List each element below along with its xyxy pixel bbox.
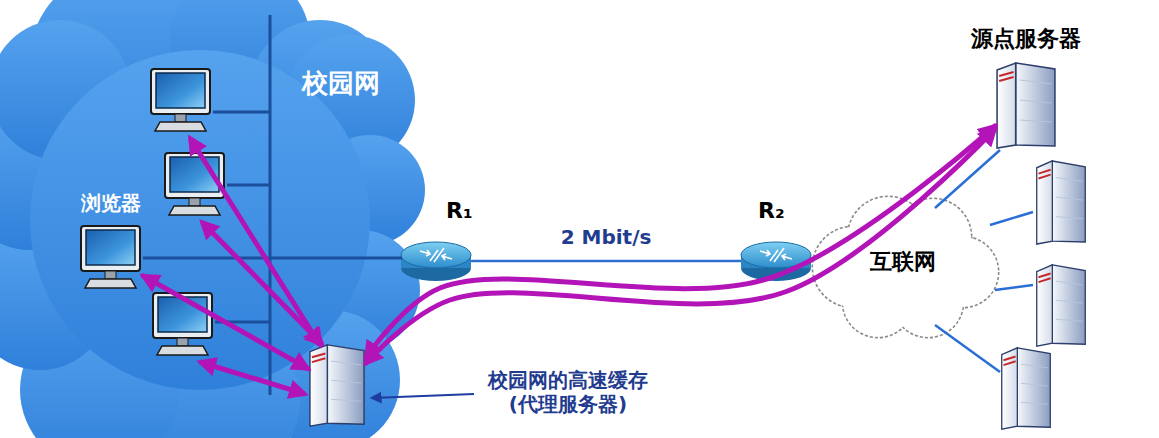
internet-link xyxy=(990,212,1033,225)
internet-server xyxy=(1037,161,1086,244)
bus-line xyxy=(269,15,272,395)
router-icon xyxy=(401,242,471,281)
origin-server-shape xyxy=(995,60,1057,150)
cloud-body xyxy=(0,0,425,438)
data-flow-arrow xyxy=(366,129,995,363)
proxy-server: 校园网的高速缓存 (代理服务器) xyxy=(308,342,366,428)
browser-monitor xyxy=(151,69,210,131)
internet-links xyxy=(935,150,1033,372)
internet-server xyxy=(1037,265,1086,346)
cloud-lobe xyxy=(30,50,370,390)
browser-monitor xyxy=(165,153,224,215)
origin-server: 源点服务器 xyxy=(995,60,1057,150)
campus-network-cloud: 校园网浏览器校园网的高速缓存 (代理服务器) xyxy=(0,0,420,438)
cloud-fill xyxy=(813,197,998,337)
router: R₁ xyxy=(400,240,472,282)
request-arrow xyxy=(200,362,305,394)
cloud-outline xyxy=(813,197,998,337)
data-flow-arrow xyxy=(143,276,308,369)
node-label: R₁ xyxy=(446,198,473,224)
server-icon xyxy=(997,63,1055,148)
campus-bus-wires xyxy=(143,15,402,395)
bus-branch xyxy=(143,257,402,260)
server-icon xyxy=(310,345,364,426)
node-label: 校园网 xyxy=(302,68,380,99)
node-label: 互联网 xyxy=(870,249,936,275)
bus-branch xyxy=(227,184,270,187)
cloud-lobe xyxy=(853,217,953,317)
link-line xyxy=(472,260,740,263)
browser-monitor xyxy=(153,293,212,355)
cache-to-browser-arrows xyxy=(190,138,322,394)
request-arrow xyxy=(202,222,322,344)
bus-branch xyxy=(213,111,270,114)
node-label: 源点服务器 xyxy=(971,26,1081,52)
router-shape xyxy=(400,240,472,282)
node-label: 校园网的高速缓存 (代理服务器) xyxy=(478,368,658,416)
monitor-icon xyxy=(81,226,140,288)
node-label: 浏览器 xyxy=(81,191,141,215)
cloud-lobe xyxy=(853,217,953,317)
bandwidth-label: 2 Mbit/s xyxy=(561,225,652,249)
data-flow-arrow xyxy=(366,126,995,358)
node-label: R₂ xyxy=(758,198,785,224)
browser-monitor-shape xyxy=(78,225,143,290)
internet-link xyxy=(995,285,1033,290)
proxy-server-shape xyxy=(308,342,366,428)
leader-arrow xyxy=(372,394,474,398)
internet-link xyxy=(935,325,1000,372)
browser-monitor: 浏览器 xyxy=(78,225,143,290)
internet-server xyxy=(1002,348,1051,429)
